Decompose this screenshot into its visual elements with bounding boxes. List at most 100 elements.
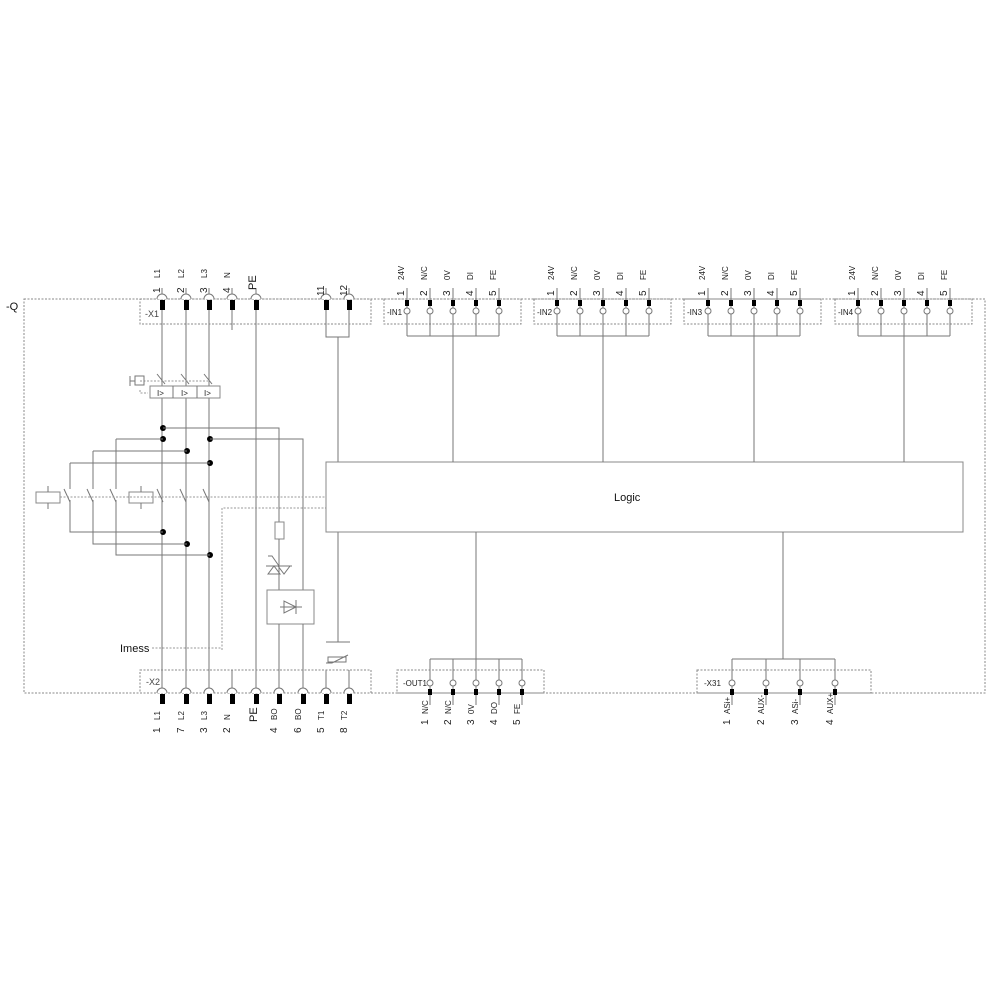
svg-text:1: 1 — [152, 287, 163, 293]
svg-text:4: 4 — [222, 287, 233, 293]
svg-text:DI: DI — [917, 272, 926, 280]
svg-text:L2: L2 — [177, 711, 186, 720]
x2-terminal[interactable]: L11 — [152, 687, 168, 733]
svg-text:2: 2 — [222, 727, 233, 733]
svg-text:24V: 24V — [397, 265, 406, 280]
x2-terminal[interactable]: T15 — [316, 687, 332, 733]
trip-icon: I> — [181, 389, 188, 398]
svg-text:FE: FE — [513, 704, 522, 714]
svg-text:2: 2 — [419, 290, 430, 296]
x1-terminal-pe[interactable]: PE — [247, 275, 262, 310]
contactor-wiring — [35, 425, 326, 690]
svg-text:L3: L3 — [200, 711, 209, 720]
svg-text:0V: 0V — [467, 704, 476, 714]
x1-terminal-11[interactable]: 11 — [316, 285, 332, 310]
svg-text:FE: FE — [639, 270, 648, 280]
svg-text:2: 2 — [443, 719, 454, 725]
svg-text:N: N — [223, 272, 232, 278]
x2-terminal[interactable]: L3 3 — [199, 687, 215, 733]
svg-text:1: 1 — [420, 719, 431, 725]
svg-text:3: 3 — [790, 719, 801, 725]
svg-text:1: 1 — [722, 719, 733, 725]
svg-text:N/C: N/C — [871, 266, 880, 280]
svg-text:2: 2 — [176, 287, 187, 293]
svg-text:PE: PE — [248, 707, 260, 722]
svg-text:24V: 24V — [698, 265, 707, 280]
svg-text:L1: L1 — [153, 269, 162, 278]
out1-label: -OUT1 — [403, 679, 428, 688]
svg-text:5: 5 — [512, 719, 523, 725]
circuit-breaker: I> I> I> — [129, 373, 221, 399]
svg-text:6: 6 — [293, 727, 304, 733]
svg-text:FE: FE — [940, 270, 949, 280]
svg-text:3: 3 — [592, 290, 603, 296]
svg-text:1: 1 — [697, 290, 708, 296]
svg-text:0V: 0V — [894, 270, 903, 280]
x2-terminal[interactable]: BO 6 — [293, 687, 309, 733]
x2-terminal[interactable]: T2 8 — [339, 687, 355, 733]
svg-text:L2: L2 — [177, 269, 186, 278]
x1-terminal-3[interactable]: 3 L3 — [199, 269, 215, 310]
svg-text:DI: DI — [616, 272, 625, 280]
in2-label: -IN2 — [537, 308, 553, 317]
input-module-4: -IN4 1 24V 2 N/C 3 0V 4 DI 5 FE — [834, 265, 973, 462]
svg-text:L3: L3 — [200, 269, 209, 278]
device-label: -Q — [6, 301, 19, 313]
svg-text:11: 11 — [316, 285, 327, 296]
svg-text:L1: L1 — [153, 711, 162, 720]
svg-text:N/C: N/C — [420, 266, 429, 280]
x1-label: -X1 — [145, 309, 159, 319]
in4-label: -IN4 — [838, 308, 854, 317]
svg-text:4: 4 — [489, 719, 500, 725]
x1-terminal-4[interactable]: 4 N — [222, 272, 238, 310]
svg-text:FE: FE — [489, 270, 498, 280]
brake-rectifier — [266, 521, 315, 690]
x2-terminals: L11 L27 L33 N2 PE BO4 BO6 T15 T28 — [152, 687, 355, 733]
x2-terminal-pe[interactable]: PE — [248, 687, 262, 722]
asi-module-x31: -X31 ASi+ 1 AUX- 2 ASi- 3 AUX+ 4 — [696, 532, 872, 725]
imess-label: Imess — [120, 643, 150, 655]
svg-text:T2: T2 — [340, 710, 349, 720]
svg-text:DO: DO — [490, 702, 499, 714]
svg-text:4: 4 — [269, 727, 280, 733]
svg-text:5: 5 — [638, 290, 649, 296]
svg-text:DI: DI — [767, 272, 776, 280]
svg-text:4: 4 — [766, 290, 777, 296]
svg-text:2: 2 — [569, 290, 580, 296]
trip-icon: I> — [204, 389, 211, 398]
x1-terminal-1[interactable]: 1 L1 — [152, 269, 168, 310]
svg-text:5: 5 — [789, 290, 800, 296]
x2-label: -X2 — [146, 677, 160, 687]
input-module-2: -IN2 1 24V 2 N/C 3 0V 4 DI 5 FE — [533, 265, 672, 462]
svg-text:4: 4 — [465, 290, 476, 296]
svg-text:8: 8 — [339, 727, 350, 733]
logic-block — [325, 461, 964, 533]
input-module-3: -IN3 1 24V 2 N/C 3 0V 4 DI 5 FE — [683, 265, 822, 462]
svg-text:5: 5 — [488, 290, 499, 296]
coil-k1-icon — [35, 491, 61, 504]
handle-icon — [134, 375, 145, 386]
svg-text:N/C: N/C — [721, 266, 730, 280]
svg-text:3: 3 — [199, 727, 210, 733]
svg-text:24V: 24V — [848, 265, 857, 280]
in1-label: -IN1 — [387, 308, 403, 317]
x1-terminals: 1 L1 2 L2 3 L3 4 N PE — [152, 269, 355, 310]
svg-text:BO: BO — [294, 708, 303, 720]
svg-text:3: 3 — [466, 719, 477, 725]
x1-terminal-12[interactable]: 12 — [339, 284, 355, 310]
svg-text:2: 2 — [720, 290, 731, 296]
svg-text:AUX+: AUX+ — [826, 693, 835, 714]
svg-text:ASi+: ASi+ — [723, 697, 732, 714]
svg-text:4: 4 — [825, 719, 836, 725]
x1-terminal-2[interactable]: 2 L2 — [176, 269, 192, 310]
svg-text:N: N — [223, 714, 232, 720]
svg-text:N/C: N/C — [444, 700, 453, 714]
x2-terminal[interactable]: N2 — [222, 687, 238, 733]
svg-text:2: 2 — [756, 719, 767, 725]
x31-label: -X31 — [704, 679, 721, 688]
x2-terminal[interactable]: L2 7 — [176, 687, 192, 733]
x2-terminal[interactable]: BO4 — [269, 687, 285, 733]
svg-text:1: 1 — [847, 290, 858, 296]
svg-text:7: 7 — [176, 727, 187, 733]
